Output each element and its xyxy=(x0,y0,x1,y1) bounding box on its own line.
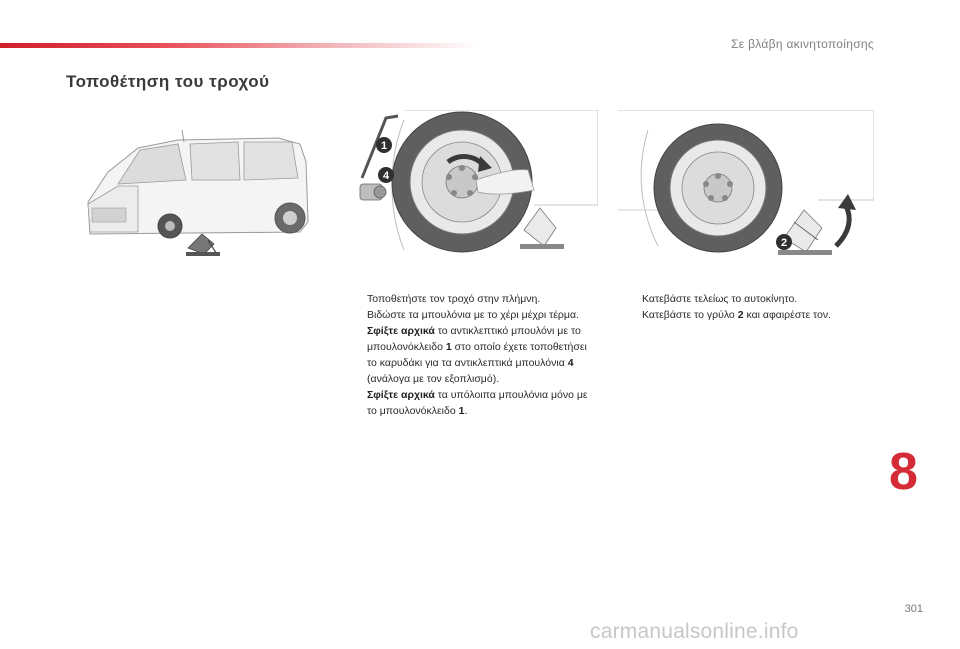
watermark-text[interactable]: carmanualsonline.info xyxy=(590,620,799,643)
instruction-item: Κατεβάστε το γρύλο 2 και αφαιρέστε τον. xyxy=(619,307,869,323)
instruction-text: . xyxy=(464,405,468,417)
instructions-column-2: Κατεβάστε τελείως το αυτοκίνητο. Κατεβάστ… xyxy=(619,291,869,323)
callout-1-label: 1 xyxy=(381,140,387,152)
instruction-emphasis: Σφίξτε αρχικά xyxy=(367,389,435,401)
instruction-item: Βιδώστε τα μπουλόνια με το χέρι μέχρι τέ… xyxy=(344,307,594,323)
page-number: 301 xyxy=(904,603,923,615)
chapter-number: 8 xyxy=(889,443,918,501)
instruction-item: Τοποθετήστε τον τροχό στην πλήμνη. xyxy=(344,291,594,307)
jack-lowering-illustration: 2 xyxy=(618,110,874,260)
instruction-text: Βιδώστε τα μπουλόνια με το χέρι μέχρι τέ… xyxy=(367,309,579,321)
instruction-emphasis: 1 xyxy=(458,405,465,417)
instruction-text: (ανάλογα με τον εξοπλισμό). xyxy=(367,373,500,385)
instruction-item: Σφίξτε αρχικά το αντικλεπτικό μπουλόνι μ… xyxy=(344,323,594,387)
callout-4-label: 4 xyxy=(383,170,390,182)
instruction-item: Κατεβάστε τελείως το αυτοκίνητο. xyxy=(619,291,869,307)
callout-2-label: 2 xyxy=(781,237,787,249)
instruction-emphasis: 2 xyxy=(737,309,744,321)
instructions-column-1: Τοποθετήστε τον τροχό στην πλήμνη. Βιδώστ… xyxy=(344,291,594,419)
instruction-text: τα υπόλοιπα μπουλόνια μόνο με το μπουλον… xyxy=(367,389,588,417)
instruction-text: Τοποθετήστε τον τροχό στην πλήμνη. xyxy=(367,293,541,305)
page-title: Τοποθέτηση του τροχού xyxy=(66,72,270,91)
instruction-emphasis: 4 xyxy=(567,357,574,369)
header-accent-bar xyxy=(0,43,480,48)
instruction-emphasis: 1 xyxy=(445,341,452,353)
instruction-text: Κατεβάστε το γρύλο xyxy=(642,309,738,321)
wheel-tightening-illustration: 1 4 xyxy=(344,110,598,260)
instruction-text: Κατεβάστε τελείως το αυτοκίνητο. xyxy=(642,293,798,305)
instruction-item: Σφίξτε αρχικά τα υπόλοιπα μπουλόνια μόνο… xyxy=(344,387,594,419)
van-jack-illustration xyxy=(78,122,318,272)
instruction-text: και αφαιρέστε τον. xyxy=(743,309,832,321)
instruction-text: το αντικλεπτικό μπουλόνι με το μπουλονόκ… xyxy=(367,325,581,353)
instruction-emphasis: Σφίξτε αρχικά xyxy=(367,325,435,337)
instruction-text: στο οποίο έχετε τοποθετήσει το καρυδάκι … xyxy=(367,341,587,369)
section-title: Σε βλάβη ακινητοποίησης xyxy=(731,37,874,51)
